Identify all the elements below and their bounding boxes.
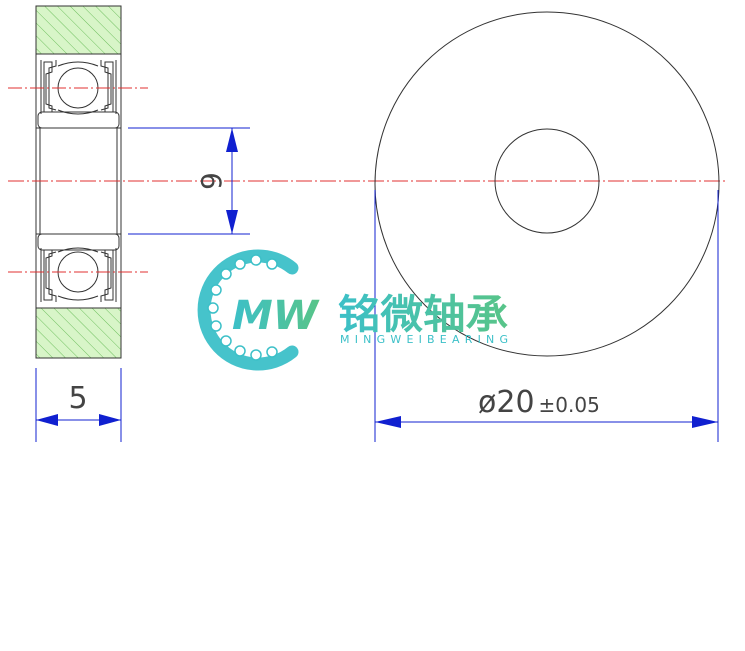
diameter-tolerance: ±0.05 bbox=[539, 393, 600, 417]
width-dimension: 5 bbox=[35, 368, 122, 442]
inner-ring-bottom bbox=[37, 233, 120, 251]
top-ball-assembly bbox=[40, 60, 117, 115]
brand-watermark: MW 铭微轴承 MINGWEIBEARING bbox=[197, 249, 508, 371]
bore-circle bbox=[494, 128, 600, 234]
width-dimension-label: 5 bbox=[68, 381, 87, 416]
diameter-symbol: ø bbox=[478, 385, 496, 420]
outer-diameter-label: ø20±0.05 bbox=[478, 385, 600, 420]
front-view: ø20±0.05 bbox=[374, 11, 720, 442]
bore-dimension: 6 bbox=[128, 127, 250, 235]
brand-name-cn: 铭微轴承 bbox=[338, 292, 508, 338]
outer-ring-top-hatch bbox=[35, 5, 122, 55]
outer-ring-bottom-hatch bbox=[35, 307, 122, 359]
bearing-logo-icon bbox=[197, 249, 299, 371]
bottom-ball-assembly bbox=[40, 247, 117, 302]
inner-ring-top bbox=[37, 111, 120, 129]
outer-diameter-dimension: ø20±0.05 bbox=[374, 190, 719, 442]
section-view: 6 5 bbox=[8, 5, 728, 442]
bore-dimension-label: 6 bbox=[195, 172, 228, 190]
outer-circle bbox=[374, 11, 720, 357]
logo-letters: MW bbox=[232, 293, 320, 339]
diameter-value: 20 bbox=[496, 385, 534, 420]
